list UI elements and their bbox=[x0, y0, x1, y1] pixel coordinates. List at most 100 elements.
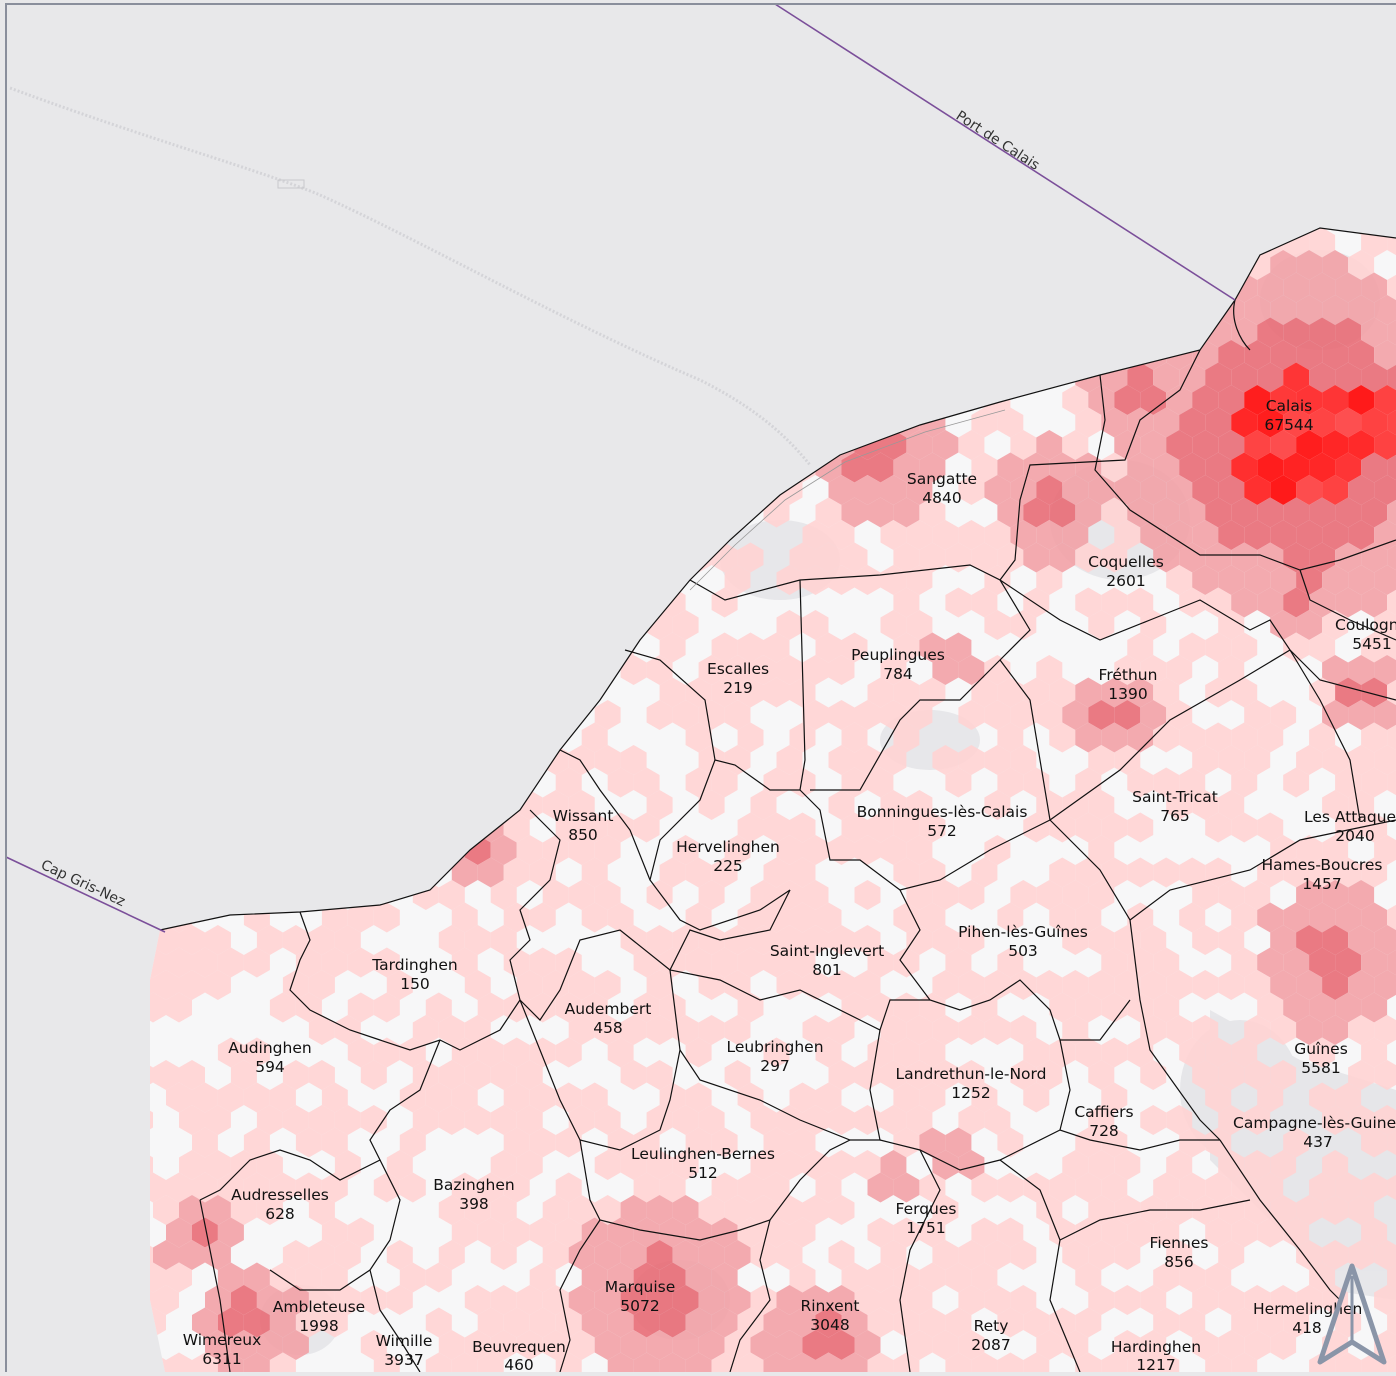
density-hex bbox=[997, 767, 1024, 798]
density-hex bbox=[1231, 542, 1258, 573]
commune-pop: 728 bbox=[1089, 1122, 1119, 1140]
density-hex bbox=[243, 1307, 270, 1338]
density-hex bbox=[1127, 722, 1154, 753]
density-hex bbox=[802, 1105, 829, 1135]
density-hex bbox=[568, 1240, 595, 1270]
commune-name: Hardinghen bbox=[1111, 1338, 1201, 1356]
density-hex bbox=[1296, 970, 1323, 1000]
density-hex bbox=[1153, 452, 1180, 483]
density-hex bbox=[1244, 880, 1271, 910]
commune-name: Guînes bbox=[1294, 1040, 1348, 1058]
density-hex bbox=[308, 1285, 335, 1315]
density-hex bbox=[1309, 452, 1336, 483]
density-hex bbox=[1270, 1060, 1297, 1090]
density-hex bbox=[737, 542, 764, 573]
density-hex bbox=[360, 1330, 387, 1360]
density-hex bbox=[1374, 1060, 1396, 1090]
density-hex bbox=[1361, 632, 1388, 663]
density-hex bbox=[763, 812, 790, 843]
density-hex bbox=[243, 1127, 270, 1158]
density-hex bbox=[1283, 857, 1310, 888]
density-hex bbox=[308, 1240, 335, 1270]
density-hex bbox=[438, 1240, 465, 1270]
density-hex bbox=[1335, 452, 1362, 483]
density-hex bbox=[932, 1060, 959, 1090]
commune-name: Les Attaques bbox=[1304, 808, 1396, 826]
density-hex bbox=[1088, 880, 1115, 910]
density-hex bbox=[269, 1262, 296, 1293]
density-hex bbox=[568, 970, 595, 1000]
density-hex bbox=[1335, 1307, 1362, 1338]
density-hex bbox=[971, 1217, 998, 1248]
density-hex bbox=[1036, 700, 1063, 730]
commune-name: Tardinghen bbox=[371, 956, 458, 974]
density-hex bbox=[802, 610, 829, 640]
density-hex bbox=[737, 632, 764, 663]
density-hex bbox=[698, 1240, 725, 1270]
density-hex bbox=[867, 452, 894, 483]
density-hex bbox=[192, 1127, 218, 1158]
commune-name: Beuvrequen bbox=[472, 1338, 566, 1356]
density-hex bbox=[1153, 542, 1180, 573]
density-hex bbox=[1283, 317, 1310, 348]
density-hex bbox=[776, 1105, 803, 1135]
density-hex bbox=[776, 835, 803, 865]
commune-pop: 1390 bbox=[1108, 685, 1147, 703]
density-hex bbox=[828, 925, 855, 955]
density-hex bbox=[1309, 587, 1336, 618]
density-hex bbox=[1270, 1330, 1297, 1360]
density-hex bbox=[958, 1150, 985, 1180]
density-hex bbox=[750, 790, 777, 820]
density-hex bbox=[1075, 677, 1102, 708]
density-hex bbox=[1218, 1150, 1245, 1180]
density-hex bbox=[1322, 385, 1349, 415]
density-hex bbox=[659, 1307, 686, 1338]
density-hex bbox=[555, 1127, 582, 1158]
density-hex bbox=[1205, 1127, 1232, 1158]
density-hex bbox=[1309, 1082, 1336, 1113]
density-hex bbox=[1374, 1105, 1396, 1135]
density-hex bbox=[854, 880, 881, 910]
density-hex bbox=[1205, 362, 1232, 393]
density-hex bbox=[971, 452, 998, 483]
density-hex bbox=[1296, 1285, 1323, 1315]
density-hex bbox=[1140, 430, 1167, 460]
density-hex bbox=[205, 1240, 231, 1270]
density-hex bbox=[815, 1172, 842, 1203]
density-hex bbox=[1075, 1127, 1102, 1158]
density-hex bbox=[1231, 317, 1258, 348]
density-hex bbox=[1270, 1285, 1297, 1315]
density-hex bbox=[971, 857, 998, 888]
density-hex bbox=[919, 1307, 946, 1338]
density-hex bbox=[1114, 385, 1141, 415]
density-hex bbox=[529, 1217, 556, 1248]
density-hex bbox=[230, 1330, 257, 1360]
density-hex bbox=[802, 1015, 829, 1045]
density-hex bbox=[503, 1307, 530, 1338]
density-hex bbox=[153, 970, 179, 1000]
density-hex bbox=[150, 1172, 166, 1203]
commune-pop: 225 bbox=[713, 857, 743, 875]
density-hex bbox=[1348, 520, 1375, 550]
density-hex bbox=[945, 587, 972, 618]
density-hex bbox=[179, 925, 205, 955]
density-hex bbox=[802, 880, 829, 910]
density-hex bbox=[1088, 700, 1115, 730]
density-hex bbox=[1270, 340, 1297, 370]
density-hex bbox=[1270, 520, 1297, 550]
density-hex bbox=[672, 1330, 699, 1360]
density-hex bbox=[854, 1285, 881, 1315]
density-hex bbox=[789, 947, 816, 978]
density-hex bbox=[360, 1060, 387, 1090]
density-hex bbox=[698, 1105, 725, 1135]
density-hex bbox=[542, 1330, 569, 1360]
density-hex bbox=[490, 835, 517, 865]
density-hex bbox=[373, 902, 400, 933]
density-hex bbox=[386, 1150, 413, 1180]
density-hex bbox=[1049, 1172, 1076, 1203]
density-hex bbox=[1231, 1172, 1258, 1203]
density-hex bbox=[932, 925, 959, 955]
density-hex bbox=[1218, 430, 1245, 460]
